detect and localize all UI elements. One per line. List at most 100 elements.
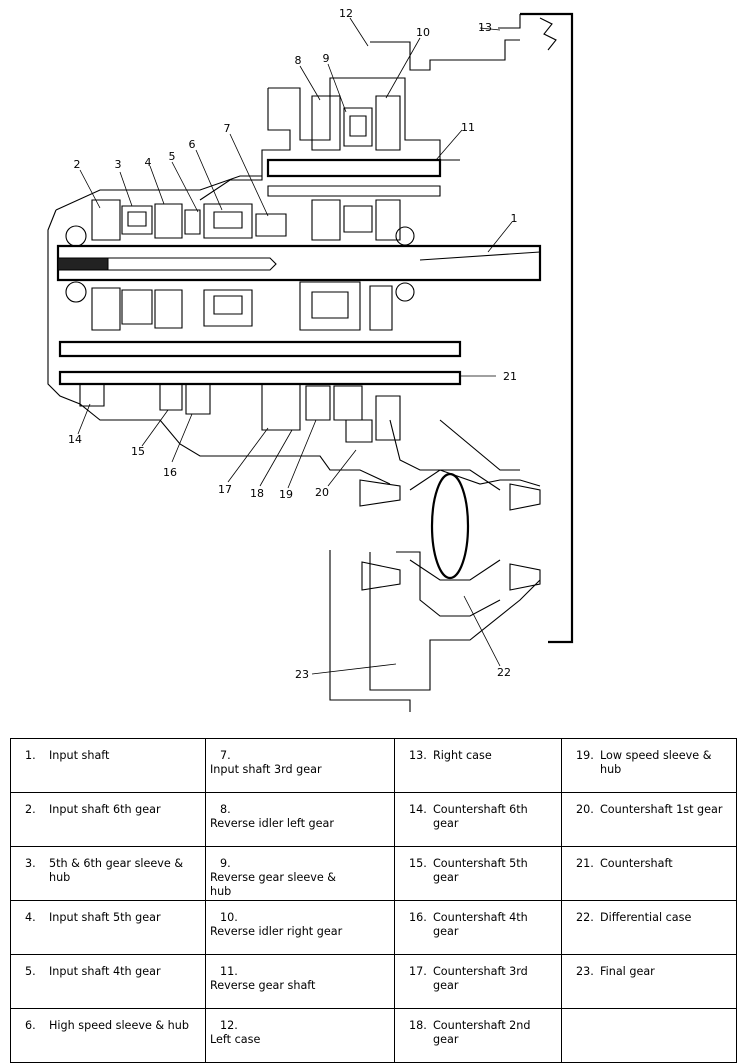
- legend-item-label: Low speed sleeve & hub: [600, 749, 712, 776]
- legend-row: 4. Input shaft 5th gear 10.Reverse idler r…: [10, 900, 737, 955]
- legend-row: 3. 5th & 6th gear sleeve & hub 9.Reverse g…: [10, 846, 737, 901]
- legend-item-label: Input shaft 6th gear: [49, 803, 161, 816]
- legend-item-number: 19.: [576, 749, 594, 762]
- legend-cell: 23. Final gear: [561, 954, 737, 1009]
- leader-lines: [77, 17, 513, 675]
- legend-cell: 13. Right case: [394, 738, 562, 793]
- callout-7: 7: [224, 122, 231, 135]
- legend-item-number: 17.: [409, 965, 427, 978]
- legend-item-number: 4.: [25, 911, 36, 924]
- legend-cell: 11.Reverse gear shaft: [205, 954, 395, 1009]
- legend-cell: 16. Countershaft 4th gear: [394, 900, 562, 955]
- legend-cell: 17. Countershaft 3rd gear: [394, 954, 562, 1009]
- legend-cell: 14. Countershaft 6th gear: [394, 792, 562, 847]
- legend-row: 1. Input shaft 7.Input shaft 3rd gear 13. Ri…: [10, 738, 737, 793]
- input-shaft-drawing: [56, 244, 542, 282]
- legend-item-label: Input shaft: [49, 749, 110, 762]
- legend-item-number: 12.: [220, 1019, 238, 1032]
- transmission-cross-section-diagram: 1 2 3 4 5 6 7 8 9 10 11 12 13 14 15 16 1…: [47, 7, 574, 712]
- reverse-shaft-drawing: [266, 158, 442, 197]
- callout-23: 23: [295, 668, 309, 681]
- callout-9: 9: [323, 52, 330, 65]
- legend-cell: 8.Reverse idler left gear: [205, 792, 395, 847]
- callout-8: 8: [295, 54, 302, 67]
- legend-item-number: 16.: [409, 911, 427, 924]
- legend-item-label: Final gear: [600, 965, 655, 978]
- legend-item-number: 23.: [576, 965, 594, 978]
- legend-item-label: Reverse idler right gear: [210, 925, 343, 938]
- legend-item-label: Differential case: [600, 911, 692, 924]
- legend-row: 2. Input shaft 6th gear 8.Reverse idler le…: [10, 792, 737, 847]
- callout-21: 21: [503, 370, 517, 383]
- input-gear-cluster: [65, 199, 415, 303]
- legend-item-number: 7.: [220, 749, 231, 762]
- legend-item-label: Input shaft 5th gear: [49, 911, 161, 924]
- legend-cell: 5. Input shaft 4th gear: [10, 954, 206, 1009]
- legend-item-label: Input shaft 4th gear: [49, 965, 161, 978]
- reverse-idler-gears: [311, 95, 401, 241]
- legend-item-label: Countershaft 1st gear: [600, 803, 723, 816]
- callout-2: 2: [74, 158, 81, 171]
- callout-14: 14: [68, 433, 82, 446]
- legend-item-label: Countershaft 4th gear: [433, 911, 528, 938]
- legend-item-label: Right case: [433, 749, 492, 762]
- input-gear-cluster-lower: [91, 281, 393, 331]
- legend-item-label: Countershaft: [600, 857, 673, 870]
- legend-item-number: 8.: [220, 803, 231, 816]
- legend-item-number: 1.: [25, 749, 36, 762]
- legend-item-label: Reverse gear shaft: [210, 979, 316, 992]
- legend-cell: 20. Countershaft 1st gear: [561, 792, 737, 847]
- legend-cell: 15. Countershaft 5th gear: [394, 846, 562, 901]
- callout-18: 18: [250, 487, 264, 500]
- legend-cell: 3. 5th & 6th gear sleeve & hub: [10, 846, 206, 901]
- legend-cell: 1. Input shaft: [10, 738, 206, 793]
- legend-item-number: 13.: [409, 749, 427, 762]
- legend-item-number: 20.: [576, 803, 594, 816]
- legend-cell: [561, 1008, 737, 1063]
- legend-item-number: 11.: [220, 965, 238, 978]
- legend-item-label: Input shaft 3rd gear: [210, 763, 322, 776]
- callout-22: 22: [497, 666, 511, 679]
- callout-20: 20: [315, 486, 329, 499]
- legend-cell: 10.Reverse idler right gear: [205, 900, 395, 955]
- legend-item-label: 5th & 6th gear sleeve & hub: [49, 857, 184, 884]
- legend-row: 5. Input shaft 4th gear 11.Reverse gear sh…: [10, 954, 737, 1009]
- callout-1: 1: [511, 212, 518, 225]
- callout-6: 6: [189, 138, 196, 151]
- legend-item-number: 2.: [25, 803, 36, 816]
- callout-12: 12: [339, 7, 353, 20]
- parts-legend-table: 1. Input shaft 7.Input shaft 3rd gear 13. Ri…: [10, 738, 737, 1063]
- legend-item-number: 10.: [220, 911, 238, 924]
- callout-4: 4: [145, 156, 152, 169]
- legend-item-label: Reverse idler left gear: [210, 817, 334, 830]
- differential-drawing: [359, 469, 541, 617]
- callout-19: 19: [279, 488, 293, 501]
- legend-cell: 7.Input shaft 3rd gear: [205, 738, 395, 793]
- callout-16: 16: [163, 466, 177, 479]
- legend-item-label: Countershaft 5th gear: [433, 857, 528, 884]
- legend-item-number: 14.: [409, 803, 427, 816]
- countershaft-drawing: [58, 340, 462, 386]
- legend-item-number: 15.: [409, 857, 427, 870]
- legend-cell: 18.Countershaft 2nd gear: [394, 1008, 562, 1063]
- legend-cell: 6.High speed sleeve & hub: [10, 1008, 206, 1063]
- callout-17: 17: [218, 483, 232, 496]
- legend-item-number: 5.: [25, 965, 36, 978]
- legend-item-label: Reverse gear sleeve & hub: [210, 871, 337, 898]
- legend-item-number: 18.: [409, 1019, 427, 1032]
- legend-item-number: 3.: [25, 857, 36, 870]
- callout-11: 11: [461, 121, 475, 134]
- countershaft-gears: [79, 383, 401, 443]
- legend-item-label: Countershaft 6th gear: [433, 803, 528, 830]
- legend-item-label: High speed sleeve & hub: [49, 1019, 189, 1032]
- callout-15: 15: [131, 445, 145, 458]
- callout-13: 13: [478, 21, 492, 34]
- legend-item-label: Countershaft 3rd gear: [433, 965, 528, 992]
- legend-cell: 21.Countershaft: [561, 846, 737, 901]
- legend-cell: 9.Reverse gear sleeve & hub: [205, 846, 395, 901]
- legend-cell: 12.Left case: [205, 1008, 395, 1063]
- legend-cell: 19. Low speed sleeve & hub: [561, 738, 737, 793]
- callout-5: 5: [169, 150, 176, 163]
- left-case-outline: [47, 39, 541, 712]
